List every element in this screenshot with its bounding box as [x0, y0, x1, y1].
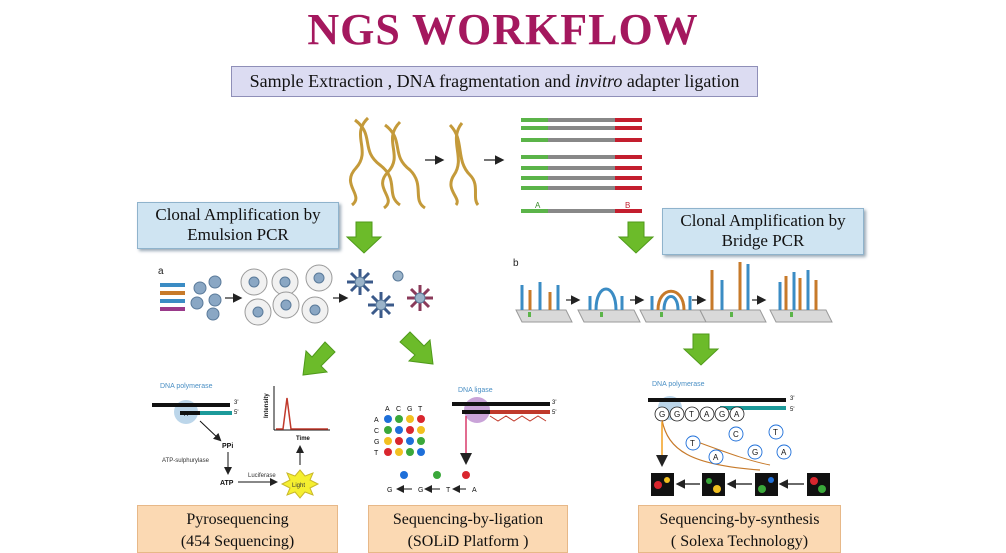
pyrosequencing-box: Pyrosequencing (454 Sequencing): [137, 505, 338, 553]
adapter-fragments: [521, 118, 642, 213]
pyro-polymerase-label: DNA polymerase: [160, 383, 213, 390]
pyro-x-axis: Time: [296, 436, 311, 442]
pyro-ppi: PPi: [222, 443, 233, 450]
synthesis-base-4: A: [704, 410, 710, 419]
fragment-label-b: B: [625, 201, 630, 210]
banner-text: Sample Extraction , DNA fragmentation an…: [249, 71, 576, 91]
pyro-enzyme: ATP-sulphurylase: [162, 458, 210, 464]
sample-extraction-banner: Sample Extraction , DNA fragmentation an…: [231, 66, 758, 97]
pyro-a: A: [184, 412, 188, 418]
synthesis-illustration: DNA polymerase 3' 5': [648, 381, 794, 471]
decode-2: G: [418, 487, 423, 494]
panel-letter-a: a: [158, 266, 164, 277]
ligation-box: Sequencing-by-ligation (SOLiD Platform ): [368, 505, 568, 553]
intensity-peak: [276, 397, 328, 430]
synthesis-base-6: A: [734, 410, 740, 419]
panel-letter-b: b: [513, 258, 519, 269]
banner-tail: adapter ligation: [622, 71, 740, 91]
green-arrow-synthesis: [682, 333, 720, 366]
synthesis-free-4: A: [713, 453, 719, 462]
pyro-atp: ATP: [220, 480, 234, 487]
decode-4: A: [472, 487, 477, 494]
ligation-box-line2: (SOLiD Platform ): [407, 533, 529, 550]
green-arrow-pyro: [302, 341, 336, 376]
page-title: NGS WORKFLOW: [307, 5, 699, 54]
pyro-light: Light: [292, 483, 305, 489]
decode-3: T: [446, 487, 451, 494]
synthesis-base-2: G: [674, 410, 680, 419]
synthesis-box: Sequencing-by-synthesis ( Solexa Technol…: [638, 505, 841, 553]
green-arrow-ligation: [399, 331, 434, 365]
banner-italic: invitro: [575, 71, 623, 91]
ligation-row-a: A: [374, 417, 379, 424]
ligation-row-g: G: [374, 439, 379, 446]
ligation-col-g: G: [407, 406, 412, 413]
bridge-line2: Bridge PCR: [721, 231, 805, 250]
emulsion-line2: Emulsion PCR: [187, 225, 289, 244]
emulsion-pcr-box: Clonal Amplification by Emulsion PCR: [137, 202, 339, 249]
synthesis-free-3: T: [773, 428, 778, 437]
pyro-3prime: 3': [234, 400, 238, 406]
light-burst: [280, 469, 320, 499]
pyrosequencing-illustration: DNA polymerase A 3' 5' PPi ATP-sulphuryl…: [152, 383, 330, 499]
synthesis-free-2: C: [733, 430, 739, 439]
pyro-y-axis: Intensity: [264, 393, 270, 418]
color-matrix: A C G T A C G T: [374, 406, 425, 457]
ligation-3prime: 3': [552, 400, 556, 406]
ligation-5prime: 5': [552, 410, 556, 416]
synthesis-box-line1: Sequencing-by-synthesis: [659, 511, 820, 528]
pyro-luciferase: Luciferase: [248, 473, 276, 479]
bridge-pcr-illustration: [515, 262, 833, 323]
synthesis-images: [651, 473, 830, 496]
green-arrow-emulsion: [345, 221, 383, 254]
bridge-line1: Clonal Amplification by: [680, 211, 846, 230]
ligation-illustration: DNA ligase 3' 5': [452, 387, 556, 465]
synthesis-free-6: A: [781, 448, 787, 457]
synthesis-free-5: G: [752, 448, 758, 457]
fragment-label-a: A: [535, 201, 541, 210]
pyro-box-line1: Pyrosequencing: [186, 511, 289, 528]
bridge-pcr-box: Clonal Amplification by Bridge PCR: [662, 208, 864, 255]
ligation-col-c: C: [396, 406, 401, 413]
dna-helices-illustration: [349, 116, 480, 210]
ligation-col-a: A: [385, 406, 390, 413]
ligation-box-line1: Sequencing-by-ligation: [392, 511, 544, 528]
synthesis-3prime: 3': [790, 396, 794, 402]
synthesis-base-1: G: [659, 410, 665, 419]
emulsion-pcr-illustration: [160, 264, 433, 326]
synthesis-free-1: T: [690, 439, 695, 448]
pyro-box-line2: (454 Sequencing): [180, 533, 295, 550]
synthesis-polymerase-label: DNA polymerase: [652, 381, 705, 388]
decode-1: G: [387, 487, 392, 494]
synthesis-5prime: 5': [790, 407, 794, 413]
ligation-decode: G G T A: [387, 471, 477, 494]
synthesis-box-line2: ( Solexa Technology): [670, 533, 809, 550]
ligation-row-t: T: [374, 450, 379, 457]
ligation-col-t: T: [418, 406, 423, 413]
emulsion-line1: Clonal Amplification by: [155, 205, 321, 224]
synthesis-base-3: T: [689, 410, 694, 419]
synthesis-base-5: G: [719, 410, 725, 419]
ligation-row-c: C: [374, 428, 379, 435]
ligation-ligase-label: DNA ligase: [458, 387, 493, 394]
pyro-5prime: 5': [234, 410, 238, 416]
synthesis-bases: G G T A G A T C T A G A: [659, 410, 787, 462]
green-arrow-bridge: [617, 221, 655, 254]
